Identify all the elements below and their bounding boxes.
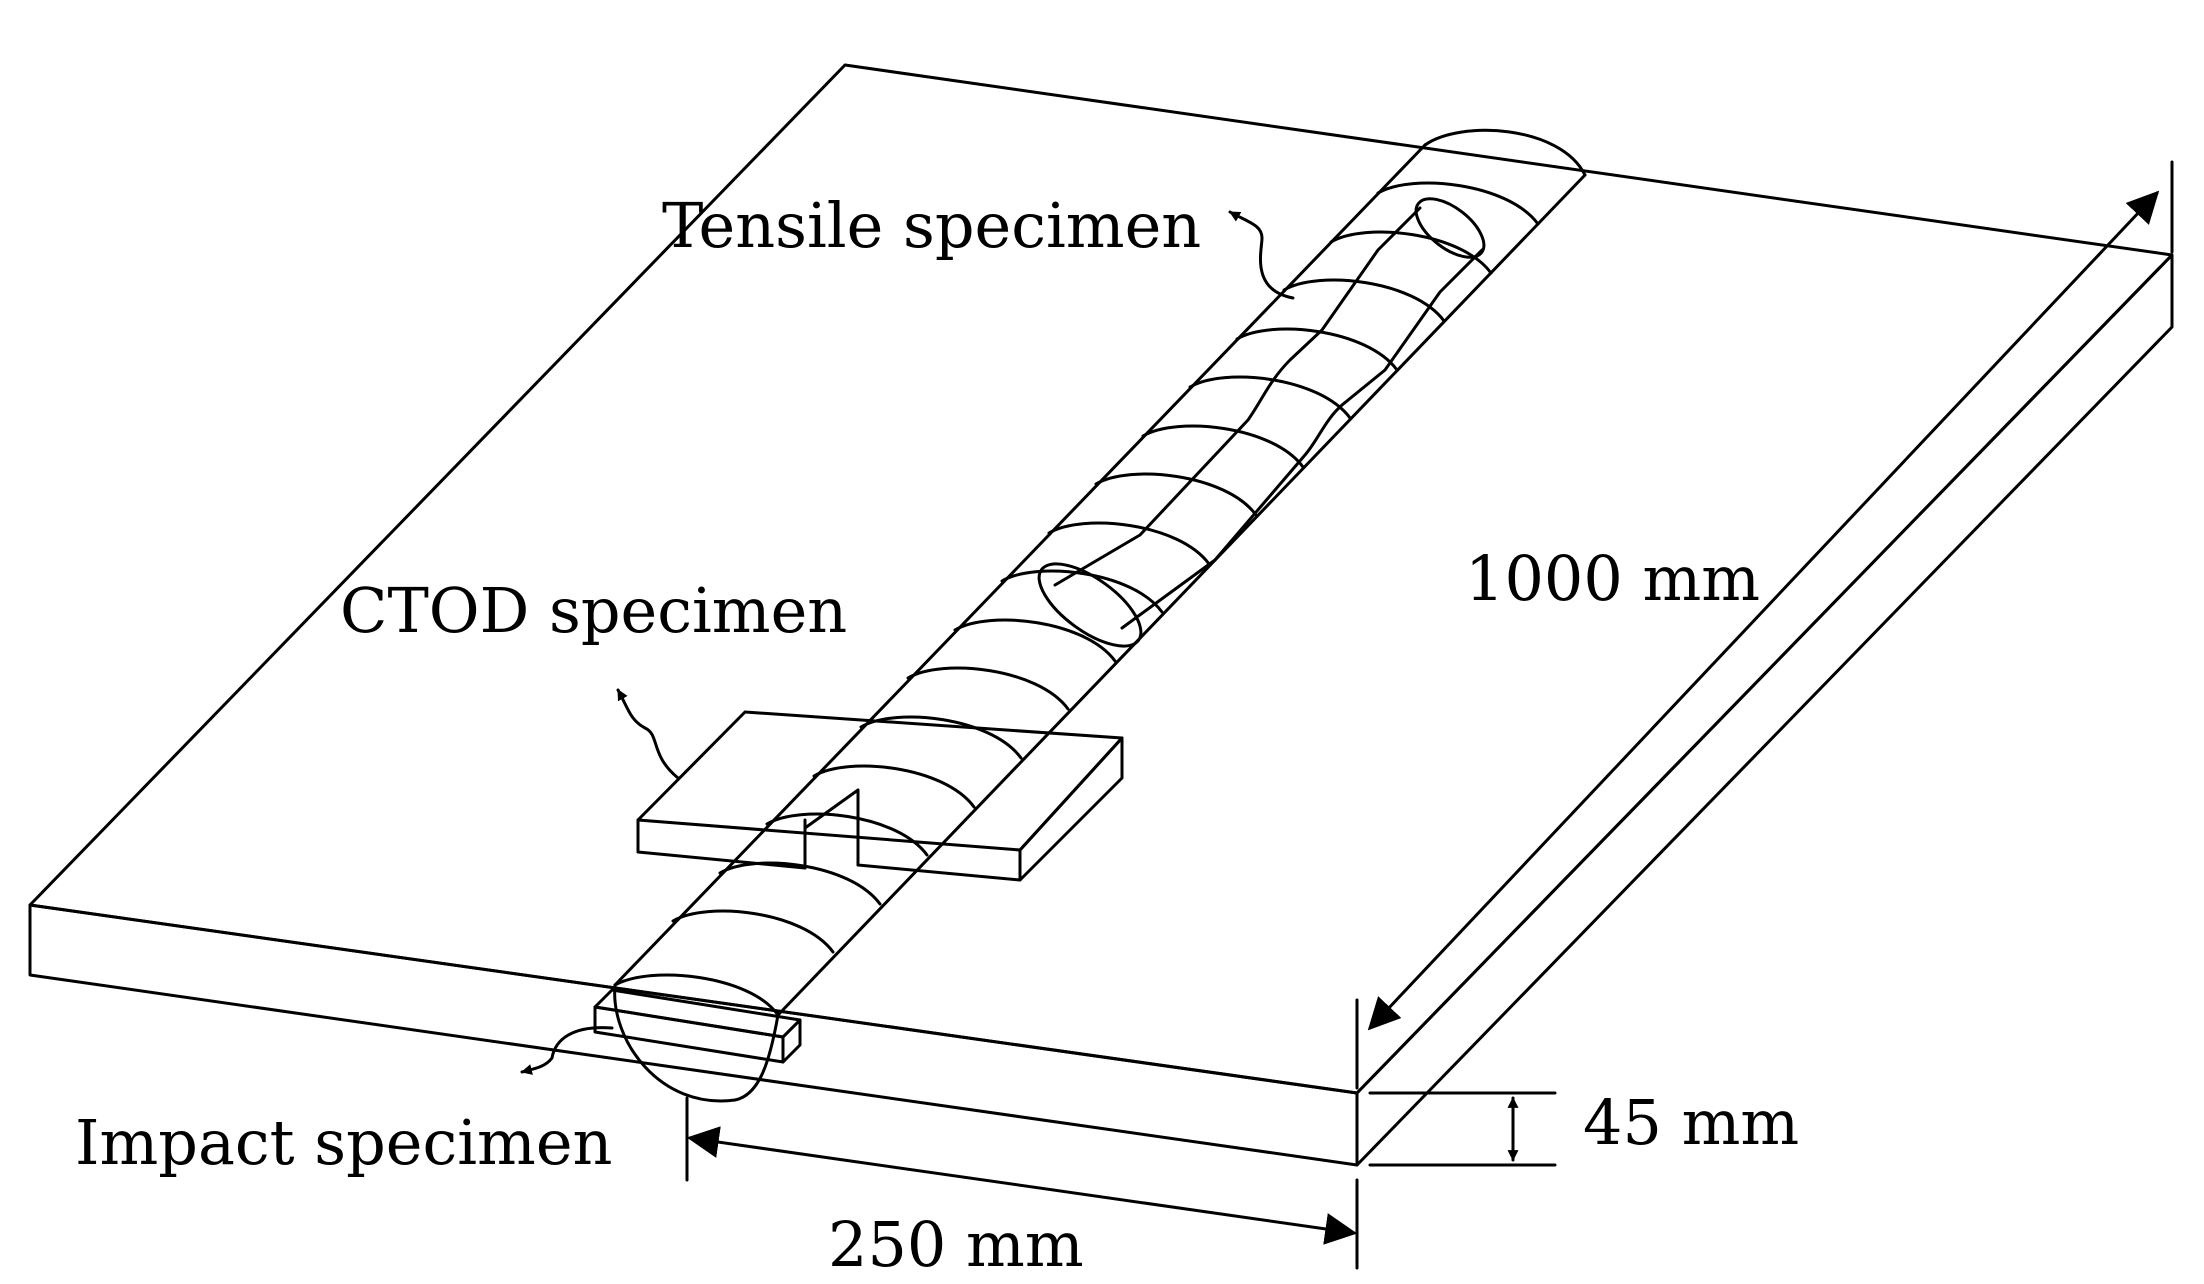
impact-leader-arrow [520, 1026, 614, 1075]
thickness-dimension-label: 45 mm [1583, 1086, 1800, 1159]
weld-bead [613, 128, 1587, 1103]
dimension-1000 [1355, 160, 2174, 1090]
tensile-specimen-label: Tensile specimen [662, 189, 1202, 262]
impact-specimen-label: Impact specimen [75, 1106, 613, 1179]
ctod-right-side [1018, 736, 1124, 882]
ctod-specimen-label: CTOD specimen [340, 574, 848, 647]
weld-cap-near [613, 973, 780, 1017]
ctod-top [636, 710, 1124, 852]
impact-specimen [593, 988, 802, 1064]
plate-side-face [1355, 253, 2174, 1167]
ctod-leader-arrow [616, 688, 680, 780]
ctod-specimen [636, 710, 1124, 882]
ctod-front-right [856, 826, 1022, 882]
tensile-leader-arrow [1228, 210, 1295, 300]
width-dimension-label: 250 mm [828, 1208, 1084, 1281]
length-dimension-label: 1000 mm [1465, 542, 1761, 615]
ctod-notch [803, 788, 860, 870]
weld-cap-far [1423, 128, 1587, 177]
dimension-250 [685, 1096, 1359, 1270]
dimension-45 [1368, 1091, 1557, 1167]
